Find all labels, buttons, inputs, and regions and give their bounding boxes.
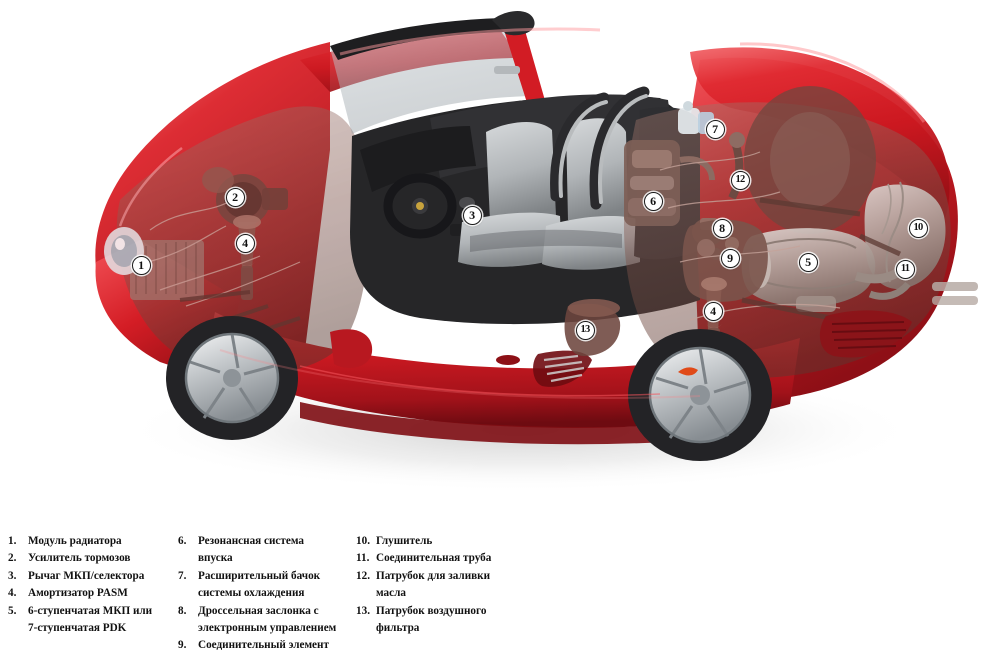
- legend-number: 4.: [8, 587, 17, 600]
- legend-item-1: 1. Модуль радиатора: [8, 533, 180, 550]
- car-cutaway-illustration: 1 2 3 4 5 6 7 8 9 10 11 12 4 13: [95, 11, 978, 492]
- body-highlights: [118, 27, 926, 400]
- door-crease: [299, 365, 661, 397]
- side-air-intake: [533, 350, 592, 387]
- rear-suspension: [741, 197, 902, 323]
- legend-column-1: 1. Модуль радиатора 2. Усилитель тормозо…: [8, 533, 180, 637]
- windshield-glass: [330, 22, 540, 134]
- legend-number: 7.: [178, 569, 187, 582]
- callout-3[interactable]: 3: [462, 205, 482, 225]
- legend-number: 5.: [8, 604, 17, 617]
- legend-item-8: 8. Дроссельная заслонка с электронным уп…: [178, 603, 356, 638]
- legend-label-line2: электронным управлением: [198, 622, 337, 635]
- legend-item-7: 7. Расширительный бачок системы охлажден…: [178, 568, 356, 603]
- legend-item-5: 5. 6-ступенчатая МКП или 7-ступенчатая P…: [8, 603, 180, 638]
- legend-column-2: 6. Резонансная система впуска 7. Расшири…: [178, 533, 356, 655]
- legend-number: 9.: [178, 639, 187, 652]
- legend-item-10: 10. Глушитель: [356, 533, 556, 550]
- legend-label: 6-ступенчатая МКП или: [28, 604, 153, 617]
- legend-item-3: 3. Рычаг МКП/селектора: [8, 568, 180, 585]
- callout-2[interactable]: 2: [225, 187, 245, 207]
- legend-label: Дроссельная заслонка с: [198, 604, 319, 617]
- callout-11[interactable]: 11: [895, 259, 915, 279]
- passenger-seat-cushion: [542, 216, 640, 270]
- legend-label-line2: масла: [376, 587, 406, 600]
- legend-label: Резонансная система: [198, 535, 304, 547]
- callout-6[interactable]: 6: [643, 191, 663, 211]
- legend-number: 6.: [178, 535, 187, 547]
- legend-number: 1.: [8, 535, 17, 547]
- rocker-sill: [300, 402, 700, 445]
- legend-label: Амортизатор PASM: [28, 587, 128, 600]
- legend-label: Расширительный бачок: [198, 569, 321, 582]
- legend-label: Патрубок для заливки: [376, 569, 491, 582]
- legend-label: Рычаг МКП/селектора: [28, 569, 145, 582]
- legend-label: Глушитель: [376, 535, 433, 547]
- windshield-frame-red: [504, 15, 546, 107]
- legend-number: 13.: [356, 604, 370, 617]
- coolant-expansion-tank-graphic: [678, 101, 714, 134]
- callout-5[interactable]: 5: [798, 252, 818, 272]
- inner-door-handle: [494, 66, 520, 74]
- legend-label-line2: фильтра: [376, 622, 420, 635]
- muffler-graphic: [864, 181, 946, 289]
- callout-12[interactable]: 12: [730, 170, 750, 190]
- callout-4-rear[interactable]: 4: [703, 301, 723, 321]
- legend-item-4: 4. Амортизатор PASM: [8, 585, 180, 602]
- legend-item-12: 12. Патрубок для заливки масла: [356, 568, 556, 603]
- rear-deck: [690, 47, 950, 223]
- legend-number: 2.: [8, 552, 17, 565]
- legend-item-2: 2. Усилитель тормозов: [8, 550, 180, 567]
- roll-bar-chrome: [558, 94, 648, 204]
- legend-label: Усилитель тормозов: [28, 552, 131, 565]
- side-mirror-near: [330, 329, 373, 368]
- driver-seat-cushion: [458, 212, 562, 267]
- callout-8[interactable]: 8: [712, 218, 732, 238]
- front-wheel: [166, 316, 298, 440]
- legend-label: Соединительный элемент: [198, 639, 329, 652]
- front-wiring: [147, 199, 301, 307]
- legend-number: 10.: [356, 535, 370, 547]
- callout-13[interactable]: 13: [575, 320, 595, 340]
- legend-label-line2: системы охлаждения: [198, 587, 305, 600]
- legend-label: Патрубок воздушного: [376, 604, 487, 617]
- legend-column-3: 10. Глушитель 11. Соединительная труба 1…: [356, 533, 556, 637]
- roll-bars: [550, 86, 650, 210]
- callout-7[interactable]: 7: [705, 119, 725, 139]
- tailpipes: [932, 282, 978, 305]
- seats: [458, 118, 640, 270]
- legend-item-6: 6. Резонансная система впуска: [178, 533, 356, 568]
- steering-wheel: [383, 173, 457, 239]
- exterior-door-handle: [496, 355, 520, 365]
- legend-number: 12.: [356, 569, 370, 582]
- rear-wheel: [628, 329, 772, 461]
- legend-label-line2: впуска: [198, 552, 233, 565]
- callout-4-front[interactable]: 4: [235, 233, 255, 253]
- legend-label: Модуль радиатора: [28, 535, 122, 547]
- driver-seat-back: [486, 121, 556, 224]
- dashboard-steering: [360, 126, 476, 239]
- legend-number: 11.: [356, 552, 370, 565]
- legend: 1. Модуль радиатора 2. Усилитель тормозо…: [0, 515, 985, 665]
- legend-item-9: 9. Соединительный элемент: [178, 637, 356, 654]
- legend-label: Соединительная труба: [376, 552, 492, 565]
- legend-item-11: 11. Соединительная труба: [356, 550, 556, 567]
- legend-item-13: 13. Патрубок воздушного фильтра: [356, 603, 556, 638]
- callout-10[interactable]: 10: [908, 218, 928, 238]
- callout-9[interactable]: 9: [720, 248, 740, 268]
- brake-caliper: [678, 367, 698, 376]
- callout-1[interactable]: 1: [131, 255, 151, 275]
- rear-tire-ghost: [744, 86, 876, 234]
- legend-number: 3.: [8, 569, 17, 582]
- legend-label-line2: 7-ступенчатая PDK: [28, 622, 127, 635]
- seat-shadow: [470, 229, 622, 252]
- rear-grille: [819, 310, 912, 358]
- legend-number: 8.: [178, 604, 187, 617]
